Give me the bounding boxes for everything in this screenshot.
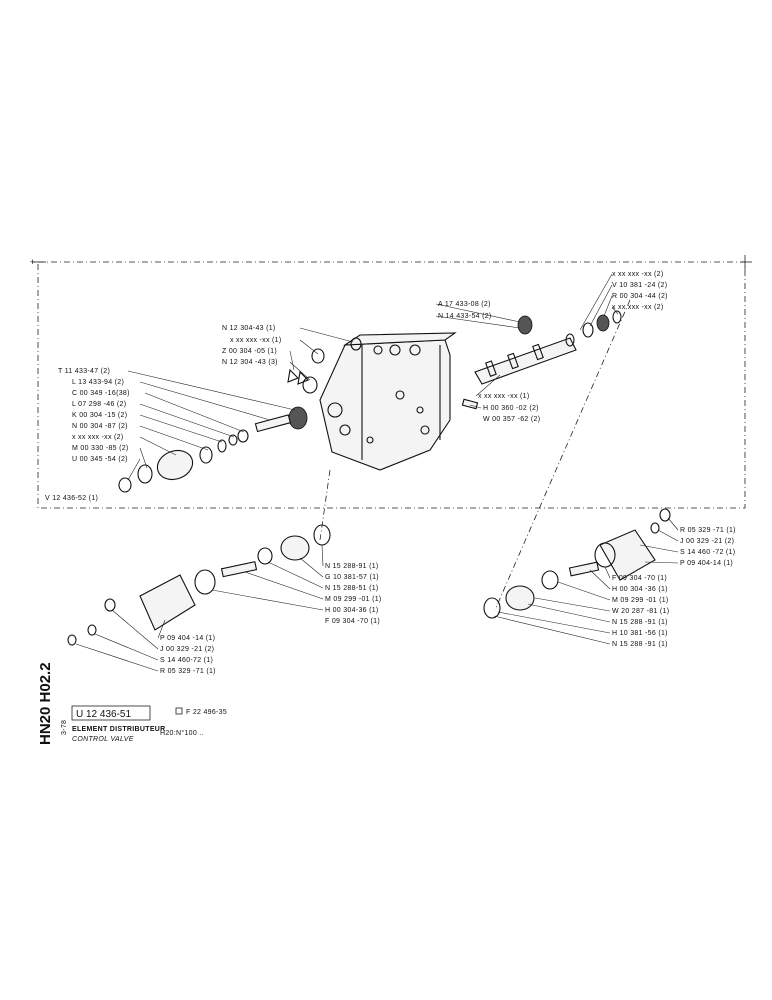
part-label: F 09 304 -70 (1): [612, 575, 667, 582]
title-block: U 12 436-51 F 22 496-35 ELEMENT DISTRIBU…: [37, 662, 227, 745]
part-label: R 05 329 -71 (1): [160, 668, 216, 675]
frame-corner-mark: +: [30, 257, 35, 267]
title-en: CONTROL VALVE: [72, 736, 134, 743]
part-label: H 10 381 -56 (1): [612, 630, 668, 637]
date-code: 3-78: [61, 720, 68, 735]
labels-bottom-right-upper: R 05 329 -71 (1) J 00 329 -21 (2) S 14 4…: [680, 527, 736, 567]
part-label: W 00 357 -62 (2): [483, 416, 540, 423]
part-label: N 12 304 -43 (3): [222, 359, 278, 366]
part-label: N 15 288-91 (1): [325, 563, 379, 570]
labels-bottom-right: F 09 304 -70 (1) H 00 304 -36 (1) M 09 2…: [612, 575, 669, 648]
part-label: N 12 304-43 (1): [222, 325, 276, 332]
part-label: T 11 433-47 (2): [58, 368, 110, 375]
part-label: x xx xxx -xx (2): [72, 434, 123, 441]
model-range: H20:N°100 ..: [160, 729, 204, 737]
bottom-right-parts: [483, 508, 671, 619]
part-label: K 00 304 -15 (2): [72, 412, 127, 419]
spool-assembly: [461, 310, 622, 410]
labels-top-right: x xx xxx -xx (2) V 10 381 -24 (2) R 00 3…: [612, 271, 668, 311]
valve-body: [319, 332, 457, 471]
part-label: C 00 349 -16(38): [72, 390, 130, 397]
part-label: N 15 288 -91 (1): [612, 641, 668, 648]
part-label: N 15 288 -91 (1): [612, 619, 668, 626]
part-label: H 00 360 -02 (2): [483, 405, 539, 412]
part-label: L 07 298 -46 (2): [72, 401, 126, 408]
labels-left-list: T 11 433-47 (2) L 13 433-94 (2) C 00 349…: [58, 368, 130, 463]
part-label: N 15 288-51 (1): [325, 585, 379, 592]
part-label: S 14 460-72 (1): [160, 657, 213, 664]
part-label: V 10 381 -24 (2): [612, 282, 667, 289]
part-label: S 14 460 -72 (1): [680, 549, 735, 556]
part-label: F 09 304 -70 (1): [325, 618, 380, 625]
part-label: Z 00 304 -05 (1): [222, 348, 277, 355]
drawing-number: U 12 436-51: [76, 709, 131, 720]
part-label: x xx xxx -xx (1): [478, 393, 529, 400]
axis-line-bottom-right: [494, 299, 631, 611]
part-label: M 09 299 -01 (1): [325, 596, 382, 603]
assembly-label: V 12 436-52 (1): [45, 495, 98, 502]
labels-bottom-left: P 09 404 -14 (1) J 00 329 -21 (2) S 14 4…: [160, 635, 216, 675]
part-label: R 05 329 -71 (1): [680, 527, 736, 534]
part-label: M 09 299 -01 (1): [612, 597, 669, 604]
bottom-center-parts: [67, 524, 331, 646]
part-label: P 09 404 -14 (1): [160, 635, 215, 642]
part-label: U 00 345 -54 (2): [72, 456, 128, 463]
part-label: x xx xxx -xx (1): [230, 337, 281, 344]
labels-bottom-center: N 15 288-91 (1) G 10 381-57 (1) N 15 288…: [325, 563, 382, 625]
part-label: W 20 287 -81 (1): [612, 608, 669, 615]
part-label: L 13 433-94 (2): [72, 379, 124, 386]
part-label: H 00 304-36 (1): [325, 607, 379, 614]
part-label: N 00 304 -87 (2): [72, 423, 128, 430]
part-label: N 14 433-54 (2): [438, 313, 492, 320]
part-label: G 10 381-57 (1): [325, 574, 379, 581]
part-label: A 17 433-08 (2): [438, 301, 491, 308]
part-label: R 00 304 -44 (2): [612, 293, 668, 300]
leader-lines: [75, 273, 679, 672]
title-fr: ELEMENT DISTRIBUTEUR: [72, 726, 166, 733]
labels-spool: x xx xxx -xx (1) H 00 360 -02 (2) W 00 3…: [478, 393, 540, 423]
part-label: H 00 304 -36 (1): [612, 586, 668, 593]
part-label: M 00 330 -85 (2): [72, 445, 129, 452]
axis-line-bottom-center: [319, 469, 331, 541]
left-parts-stack: [118, 337, 362, 493]
part-label: P 09 404-14 (1): [680, 560, 733, 567]
reference-box-icon: [175, 707, 183, 715]
labels-top-center: A 17 433-08 (2) N 14 433-54 (2): [438, 301, 492, 320]
diagram-frame: +: [30, 255, 752, 509]
part-label: x xx xxx -xx (2): [612, 304, 663, 311]
reference-number: F 22 496-35: [186, 709, 227, 716]
labels-left-upper: N 12 304-43 (1) x xx xxx -xx (1) Z 00 30…: [222, 325, 281, 366]
part-label: x xx xxx -xx (2): [612, 271, 663, 278]
side-code: HN20 H02.2: [37, 662, 54, 745]
part-label: J 00 329 -21 (2): [680, 538, 734, 545]
part-label: J 00 329 -21 (2): [160, 646, 214, 653]
